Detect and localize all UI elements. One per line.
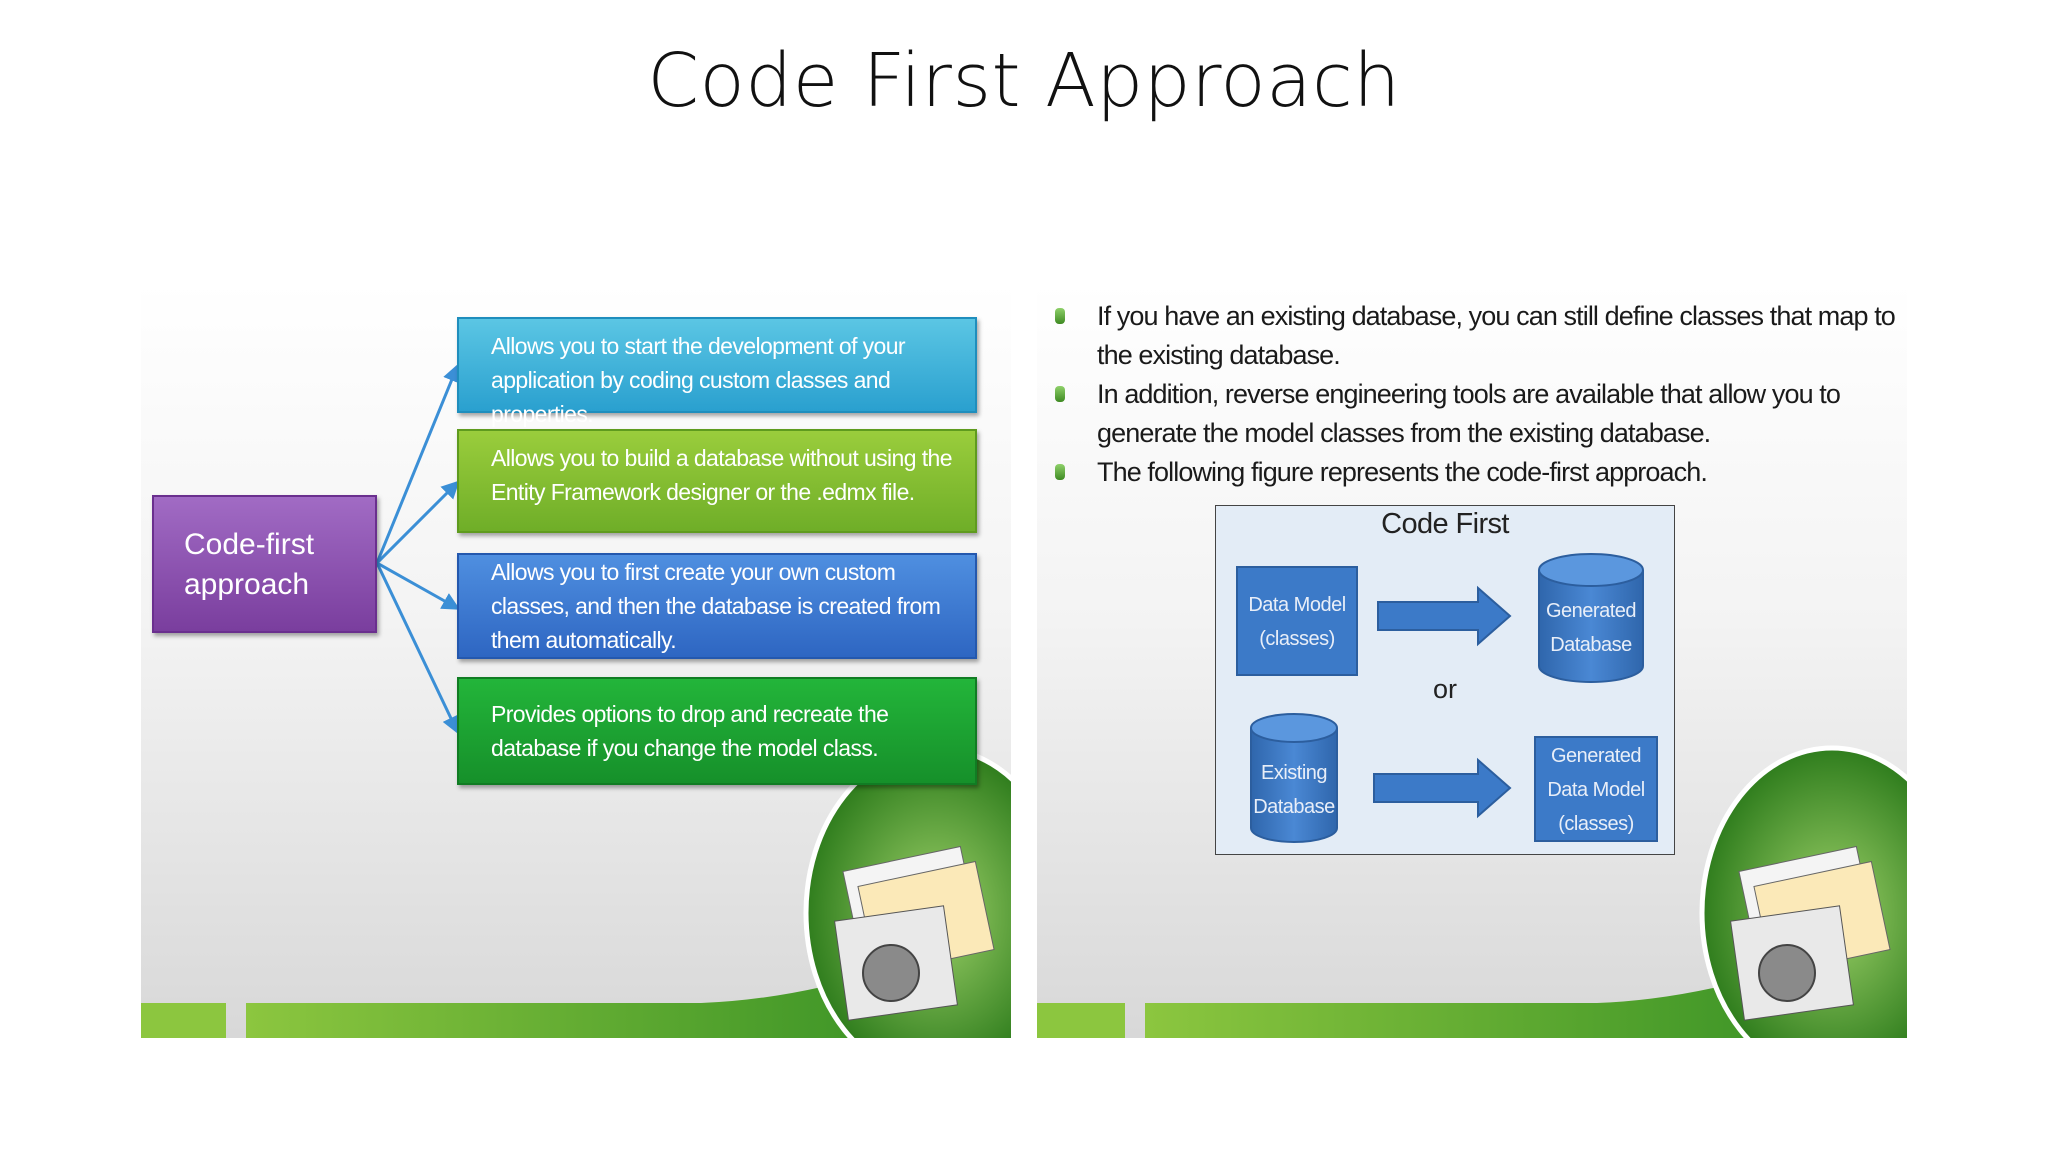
browser-windows-icon — [1730, 845, 1891, 1021]
bullet-text: In addition, reverse engineering tools a… — [1097, 379, 1841, 448]
decorative-swoosh — [141, 745, 1011, 1038]
database-icon — [1538, 553, 1644, 683]
generated-data-model-label: Generated Data Model (classes) — [1547, 745, 1645, 835]
bullet-icon — [1055, 308, 1065, 324]
feature-box-no-designer: Allows you to build a database without u… — [457, 429, 977, 533]
code-first-approach-node: Code-first approach — [152, 495, 377, 633]
feature-box-custom-classes: Allows you to start the development of y… — [457, 317, 977, 427]
right-slide-image: If you have an existing database, you ca… — [1037, 283, 1907, 1038]
data-model-box: Data Model (classes) — [1236, 566, 1358, 676]
decorative-swoosh — [1037, 745, 1907, 1038]
existing-database-label: Existing Database — [1253, 762, 1335, 818]
bullet-icon — [1055, 386, 1065, 402]
feature-box-database-created: Allows you to first create your own cust… — [457, 553, 977, 659]
arrow-right-icon — [1373, 757, 1512, 819]
bullet-text: The following figure represents the code… — [1097, 457, 1708, 487]
database-icon — [1250, 713, 1338, 843]
generated-database-label: Generated Database — [1546, 600, 1637, 656]
bullet-text: If you have an existing database, you ca… — [1097, 301, 1896, 370]
figure-shapes — [1250, 553, 1644, 843]
bullet-icon — [1055, 464, 1065, 480]
arrow-right-icon — [1377, 585, 1512, 647]
feature-box-drop-recreate: Provides options to drop and recreate th… — [457, 677, 977, 785]
generated-data-model-box: Generated Data Model (classes) — [1534, 736, 1658, 842]
slide-title: Code First Approach — [647, 38, 1401, 124]
or-label: or — [1432, 674, 1457, 704]
bullet-list: If you have an existing database, you ca… — [1055, 297, 1896, 492]
bullet-item: In addition, reverse engineering tools a… — [1055, 375, 1895, 453]
left-slide-image: Code-first approach Allows you to start … — [141, 283, 1011, 1038]
code-first-figure: Code First Data Model (classes) Generate… — [1215, 505, 1675, 855]
bullet-item: The following figure represents the code… — [1055, 453, 1895, 492]
browser-windows-icon — [834, 845, 995, 1021]
data-model-label: Data Model (classes) — [1248, 594, 1346, 650]
figure-title: Code First — [1381, 508, 1509, 540]
bullet-item: If you have an existing database, you ca… — [1055, 297, 1896, 375]
